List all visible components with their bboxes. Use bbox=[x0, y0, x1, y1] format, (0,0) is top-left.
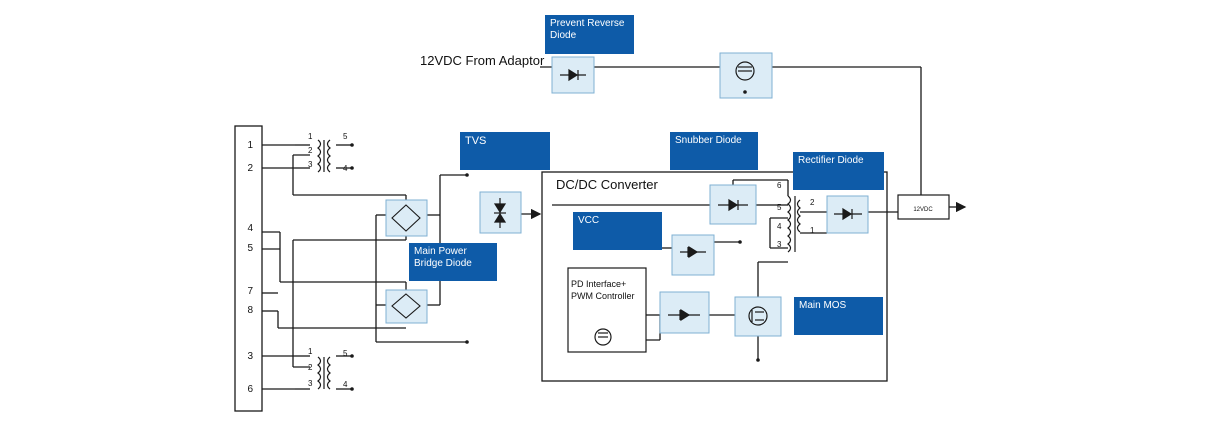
pin-label: 1 bbox=[247, 140, 253, 151]
snubber-diode-label: Snubber Diode bbox=[670, 132, 758, 170]
prevent-reverse-diode-label: Prevent Reverse Diode bbox=[545, 15, 634, 54]
pin-label: 7 bbox=[247, 286, 253, 297]
svg-text:2: 2 bbox=[810, 198, 815, 207]
output-12vdc-label: 12VDC bbox=[913, 207, 933, 213]
pin-label: 8 bbox=[247, 305, 253, 316]
ethernet-transformer-bottom bbox=[317, 356, 331, 390]
pin-label: 4 bbox=[247, 223, 253, 234]
svg-text:5: 5 bbox=[777, 203, 782, 212]
wires bbox=[262, 66, 967, 390]
diode-glyphs bbox=[493, 68, 862, 322]
svg-text:3: 3 bbox=[777, 240, 782, 249]
svg-text:4: 4 bbox=[343, 164, 348, 173]
dcdc-converter-box bbox=[541, 171, 888, 382]
main-mos-label: Main MOS bbox=[794, 297, 883, 335]
vcc-label: VCC bbox=[573, 212, 662, 250]
transformer-pin-labels: 1 2 3 5 4 1 2 3 5 4 6 5 4 3 2 1 bbox=[308, 132, 815, 389]
svg-text:5: 5 bbox=[343, 132, 348, 141]
svg-text:2: 2 bbox=[308, 146, 313, 155]
svg-text:5: 5 bbox=[343, 349, 348, 358]
main-power-bridge-diode-label: Main Power Bridge Diode bbox=[409, 243, 497, 281]
main-mos-symbol bbox=[734, 296, 782, 337]
pd-interface-label: PD Interface+ PWM Controller bbox=[571, 279, 635, 301]
svg-text:1: 1 bbox=[308, 347, 313, 356]
mosfet-glyphs bbox=[594, 61, 768, 346]
pin-label: 6 bbox=[247, 384, 253, 395]
rectifier-diode-label: Rectifier Diode bbox=[793, 152, 884, 190]
bridge-glyphs bbox=[391, 204, 421, 319]
svg-text:4: 4 bbox=[343, 380, 348, 389]
svg-text:1: 1 bbox=[308, 132, 313, 141]
output-12vdc-box bbox=[897, 194, 950, 220]
pin-label: 3 bbox=[247, 351, 253, 362]
junction-dots bbox=[350, 90, 760, 391]
ethernet-transformer-top bbox=[317, 139, 331, 173]
rj45-connector bbox=[234, 125, 263, 412]
adaptor-mosfet-symbol bbox=[719, 52, 773, 99]
svg-text:4: 4 bbox=[777, 222, 782, 231]
adaptor-input-label: 12VDC From Adaptor bbox=[420, 53, 545, 68]
pin-label: 2 bbox=[247, 163, 253, 174]
connector-pin-labels: 1 2 4 5 7 8 3 6 bbox=[247, 140, 253, 395]
svg-text:2: 2 bbox=[308, 363, 313, 372]
svg-text:6: 6 bbox=[777, 181, 782, 190]
pd-controller-box bbox=[567, 267, 647, 353]
flyback-transformer bbox=[787, 195, 801, 253]
pin-label: 5 bbox=[247, 243, 253, 254]
svg-text:3: 3 bbox=[308, 379, 313, 388]
tvs-label: TVS bbox=[460, 132, 550, 170]
svg-text:1: 1 bbox=[810, 226, 815, 235]
dcdc-converter-title: DC/DC Converter bbox=[556, 177, 658, 192]
svg-text:3: 3 bbox=[308, 160, 313, 169]
